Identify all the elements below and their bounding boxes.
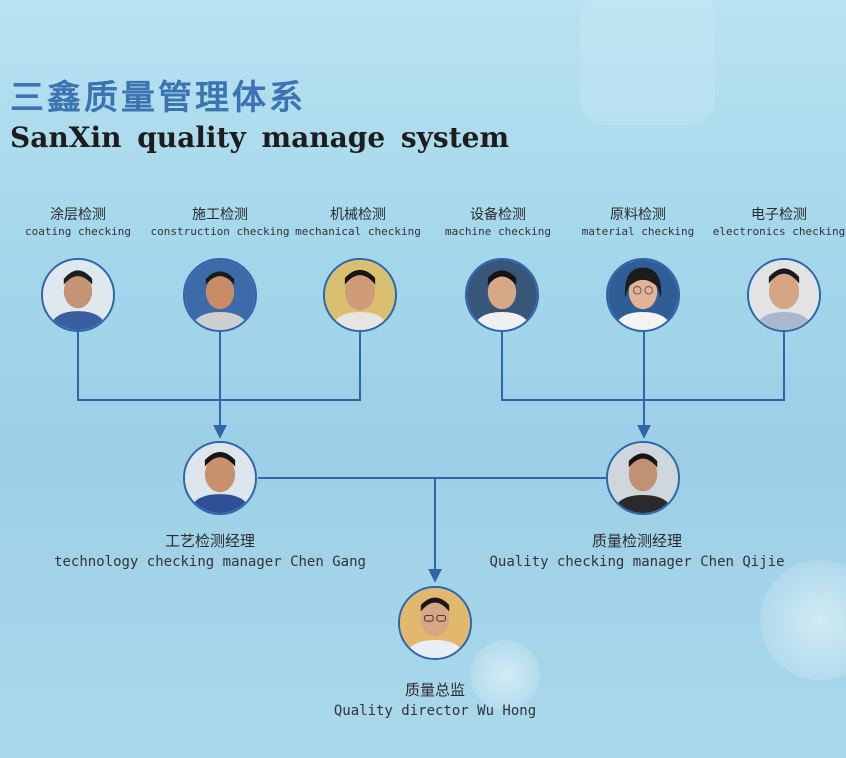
inspector-label-mechanical: 机械检测 mechanical checking [295,204,421,238]
manager-title-en: technology checking manager Chen Gang [54,554,366,570]
inspector-photo-construction [183,258,257,332]
director-title-en: Quality director Wu Hong [333,703,537,719]
inspector-title-en: electronics checking [712,225,846,238]
inspector-label-coating: 涂层检测 coating checking [25,204,131,238]
manager-title-en: Quality checking manager Chen Qijie [489,554,785,570]
director-photo [398,586,472,660]
manager-photo-technology [183,441,257,515]
director-title-cn: 质量总监 [404,681,466,699]
manager-label-technology: 工艺检测经理 technology checking manager Chen … [54,530,366,570]
inspector-title-en: coating checking [25,225,131,238]
inspector-photo-electronics [747,258,821,332]
person-portrait-icon [325,260,395,330]
background-glow [470,640,540,710]
person-portrait-icon [43,260,113,330]
inspector-title-cn: 涂层检测 [50,207,106,223]
inspector-photo-material [606,258,680,332]
inspector-title-en: material checking [581,225,695,238]
director-label: 质量总监 Quality director Wu Hong [334,679,536,719]
inspector-title-cn: 机械检测 [330,207,386,223]
inspector-photo-coating [41,258,115,332]
person-portrait-icon [749,260,819,330]
person-portrait-icon [400,588,470,658]
person-portrait-icon [608,260,678,330]
person-portrait-icon [185,260,255,330]
background-glow [760,560,846,680]
manager-title-cn: 质量检测经理 [591,532,683,550]
manager-photo-quality [606,441,680,515]
person-portrait-icon [467,260,537,330]
page-title-chinese: 三鑫质量管理体系 [10,78,306,118]
inspector-title-cn: 电子检测 [750,207,807,223]
manager-title-cn: 工艺检测经理 [164,532,255,550]
person-portrait-icon [185,443,255,513]
inspector-photo-machine [465,258,539,332]
inspector-title-en: construction checking [150,225,290,238]
inspector-label-construction: 施工检测 construction checking [150,204,289,238]
inspector-title-en: mechanical checking [295,225,421,238]
page-title-english: SanXin quality manage system [10,121,510,154]
inspector-label-electronics: 电子检测 electronics checking [713,204,845,238]
inspector-title-cn: 施工检测 [191,207,248,223]
inspector-label-material: 原料检测 material checking [582,204,695,238]
inspector-title-en: machine checking [445,225,551,238]
person-portrait-icon [608,443,678,513]
inspector-title-cn: 设备检测 [470,207,526,223]
inspector-title-cn: 原料检测 [610,207,666,223]
inspector-label-machine: 设备检测 machine checking [445,204,551,238]
inspector-photo-mechanical [323,258,397,332]
background-decoration [580,0,715,125]
manager-label-quality: 质量检测经理 Quality checking manager Chen Qij… [489,530,784,570]
